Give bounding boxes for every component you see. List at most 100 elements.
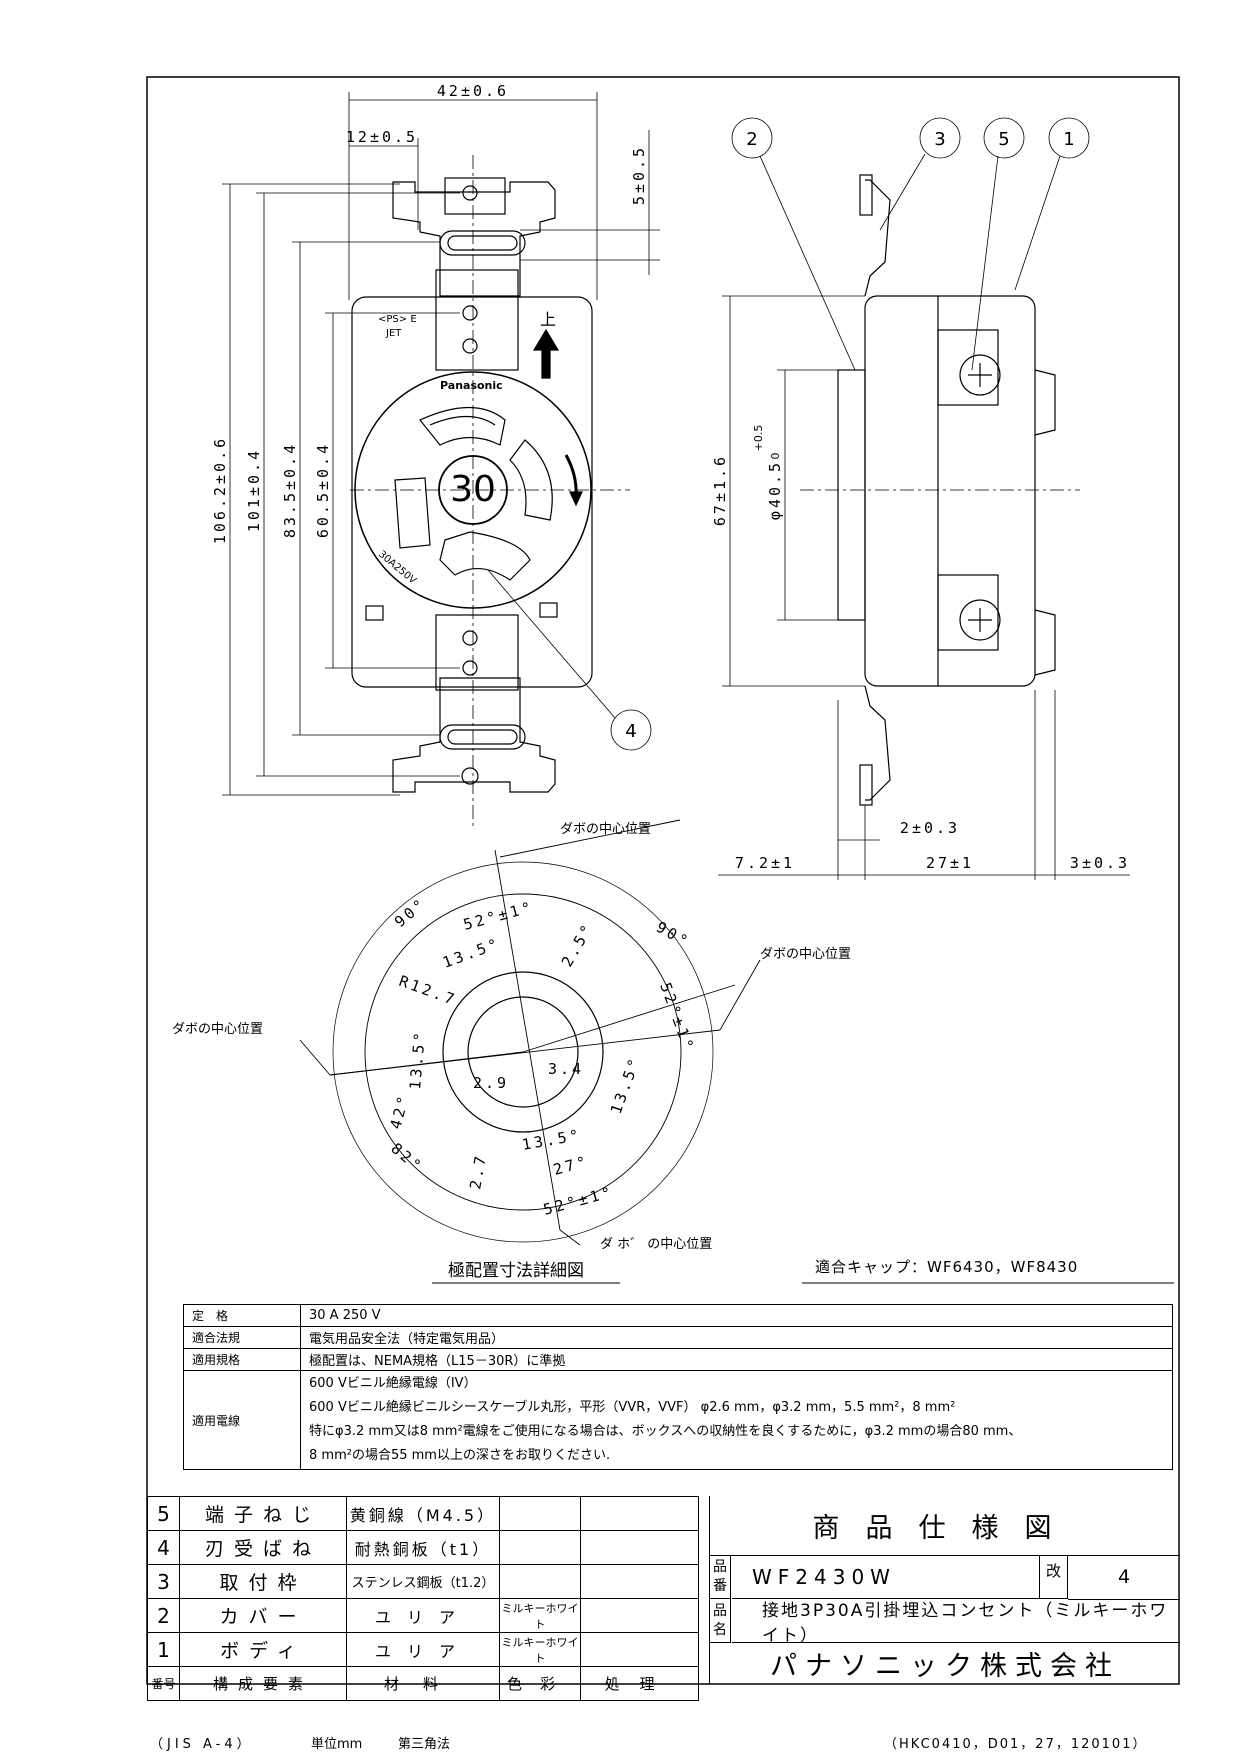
dim-side-height: 67±1.6	[711, 454, 729, 526]
callout-4: 4	[625, 721, 636, 742]
detail-title: 極配置寸法詳細図	[448, 1261, 584, 1281]
parts-header-row: 番号 構成要素 材料 色彩 処理	[147, 1666, 699, 1701]
angle-10: 2.9	[473, 1074, 509, 1092]
parts-table: 5 端子ねじ 黄銅線（M4.5） 4 刃受ばね 耐熱銅板（t1） 3 取付枠 ス…	[147, 1496, 699, 1701]
angle-3: 2.5°	[558, 919, 598, 970]
angle-0: 90°	[391, 894, 430, 931]
title-block: 商品仕様図 品番 WF2430W 改 4 品名 接地3P30A引掛埋込コンセント…	[709, 1496, 1180, 1684]
dim-tol-plus: +0.5	[752, 425, 765, 452]
dim-tol-zero: 0	[769, 453, 782, 460]
part-process	[580, 1496, 699, 1531]
header-process: 処理	[580, 1666, 699, 1701]
header-name: 構成要素	[179, 1666, 347, 1701]
spec-label: 適合法規	[183, 1326, 301, 1349]
spec-value: 電気用品安全法（特定電気用品）	[300, 1326, 1173, 1349]
spec-row: 適合法規 電気用品安全法（特定電気用品）	[183, 1326, 1173, 1349]
wire-line: 8 mm²の場合55 mm以上の深さをお取りください.	[309, 1448, 611, 1463]
callout-2: 2	[746, 129, 757, 150]
brand-mark: Panasonic	[440, 379, 503, 392]
front-view	[350, 155, 630, 830]
angle-16: 2.7	[466, 1152, 490, 1191]
angle-4: 90°	[653, 918, 693, 952]
part-no: 2	[147, 1598, 180, 1633]
dim-h1: 101±0.4	[245, 448, 263, 532]
part-color	[499, 1530, 581, 1565]
front-dim-lines	[222, 92, 660, 796]
part-color	[499, 1564, 581, 1599]
part-color	[499, 1496, 581, 1531]
hinmei-label: 品名	[710, 1599, 731, 1643]
parts-row: 1 ボディ ユリア ミルキーホワイト	[147, 1632, 699, 1667]
part-no: 3	[147, 1564, 180, 1599]
hinban-label: 品番	[710, 1555, 731, 1599]
rating-big: 30	[450, 469, 496, 510]
parts-row: 2 カバー ユリア ミルキーホワイト	[147, 1598, 699, 1633]
angle-1: 52°±1°	[461, 898, 535, 934]
part-material: 黄銅線（M4.5）	[346, 1496, 500, 1531]
part-name: 取付枠	[179, 1564, 347, 1599]
dim-h2: 83.5±0.4	[281, 442, 299, 538]
up-mark: 上	[540, 310, 556, 329]
wire-label: 適用電線	[183, 1370, 301, 1470]
callout-lines	[487, 117, 1090, 751]
dim-d2: 7.2±1	[735, 854, 795, 872]
parts-row: 5 端子ねじ 黄銅線（M4.5）	[147, 1496, 699, 1531]
parts-row: 4 刃受ばね 耐熱銅板（t1）	[147, 1530, 699, 1565]
jet-mark: JET	[385, 328, 402, 339]
angle-6: R12.7	[397, 972, 460, 1009]
spec-value: 30 A 250 V	[300, 1304, 1173, 1327]
dabo-label-left: ダボの中心位置	[172, 1022, 263, 1037]
dim-d1: 2±0.3	[900, 819, 960, 837]
paper-size: （JIS A-4）	[150, 1737, 254, 1752]
header-no: 番号	[147, 1666, 180, 1701]
part-color: ミルキーホワイト	[499, 1598, 581, 1633]
dabo-label-top: ダボの中心位置	[560, 822, 651, 837]
dim-offset: 12±0.5	[346, 128, 418, 146]
part-no: 4	[147, 1530, 180, 1565]
part-material: 耐熱銅板（t1）	[346, 1530, 500, 1565]
part-no: 1	[147, 1632, 180, 1667]
angle-14: 27°	[551, 1152, 591, 1179]
parts-row: 3 取付枠 ステンレス鋼板（t1.2）	[147, 1564, 699, 1599]
revision-value: 4	[1068, 1555, 1180, 1600]
spec-row: 適用規格 極配置は、NEMA規格（L15－30R）に準拠	[183, 1348, 1173, 1371]
spec-value: 極配置は、NEMA規格（L15－30R）に準拠	[300, 1348, 1173, 1371]
projection-label: 第三角法	[398, 1737, 451, 1752]
dabo-label-bottom: ダ ホ゛ の中心位置	[600, 1237, 712, 1252]
part-process	[580, 1564, 699, 1599]
part-no: 5	[147, 1496, 180, 1531]
part-name: ボディ	[179, 1632, 347, 1667]
part-material: ステンレス鋼板（t1.2）	[346, 1564, 500, 1599]
part-color: ミルキーホワイト	[499, 1632, 581, 1667]
part-process	[580, 1632, 699, 1667]
hinmei-value: 接地3P30A引掛埋込コンセント（ミルキーホワイト）	[732, 1599, 1180, 1646]
dim-d4: 3±0.3	[1070, 854, 1130, 872]
angle-9: 82°	[387, 1139, 426, 1176]
dim-tab: 5±0.5	[630, 145, 648, 205]
revision-label: 改	[1040, 1555, 1068, 1599]
angle-13: 13.5°	[521, 1126, 583, 1154]
compat-cap: 適合キャップ：WF6430，WF8430	[815, 1258, 1078, 1276]
side-view	[800, 174, 1080, 806]
callout-5: 5	[998, 129, 1009, 150]
part-name: カバー	[179, 1598, 347, 1633]
wire-line: 600 Vビニル絶縁電線（IV）	[309, 1376, 477, 1391]
part-name: 刃受ばね	[179, 1530, 347, 1565]
callout-1: 1	[1063, 129, 1074, 150]
part-material: ユリア	[346, 1632, 500, 1667]
wire-line: 特にφ3.2 mm又は8 mm²電線をご使用になる場合は、ボックスへの収納性を良…	[309, 1424, 1022, 1439]
dabo-label-right: ダボの中心位置	[760, 947, 851, 962]
part-material: ユリア	[346, 1598, 500, 1633]
dim-width: 42±0.6	[437, 82, 509, 100]
dim-total-h: 106.2±0.6	[211, 436, 229, 544]
angle-8: 42°	[386, 1092, 413, 1132]
dim-d3: 27±1	[926, 854, 974, 872]
part-process	[580, 1530, 699, 1565]
drawing-code: （HKC0410，D01，27，120101）	[884, 1737, 1148, 1752]
side-dim-lines	[718, 295, 1130, 880]
spec-row: 定 格 30 A 250 V	[183, 1304, 1173, 1327]
spec-label: 適用規格	[183, 1348, 301, 1371]
part-name: 端子ねじ	[179, 1496, 347, 1531]
unit-label: 単位mm	[311, 1737, 363, 1752]
